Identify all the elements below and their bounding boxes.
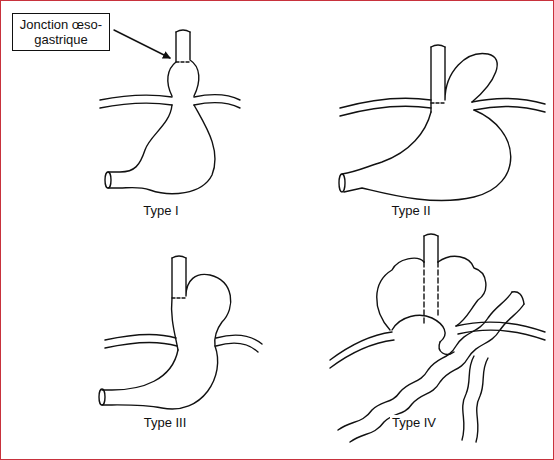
- callout-text: Jonction œso-gastrique: [18, 17, 104, 47]
- type-iv-figure: [330, 234, 545, 442]
- type-ii-figure: [339, 45, 545, 201]
- callout-box: Jonction œso-gastrique: [12, 13, 110, 51]
- type-iii-figure: [99, 256, 262, 409]
- type-label: Type II: [389, 203, 432, 218]
- type-label: Type III: [142, 415, 189, 430]
- type-label: Type IV: [390, 415, 438, 430]
- leader-arrow: [114, 30, 170, 58]
- type-i-figure: [100, 30, 240, 194]
- type-label: Type I: [141, 203, 180, 218]
